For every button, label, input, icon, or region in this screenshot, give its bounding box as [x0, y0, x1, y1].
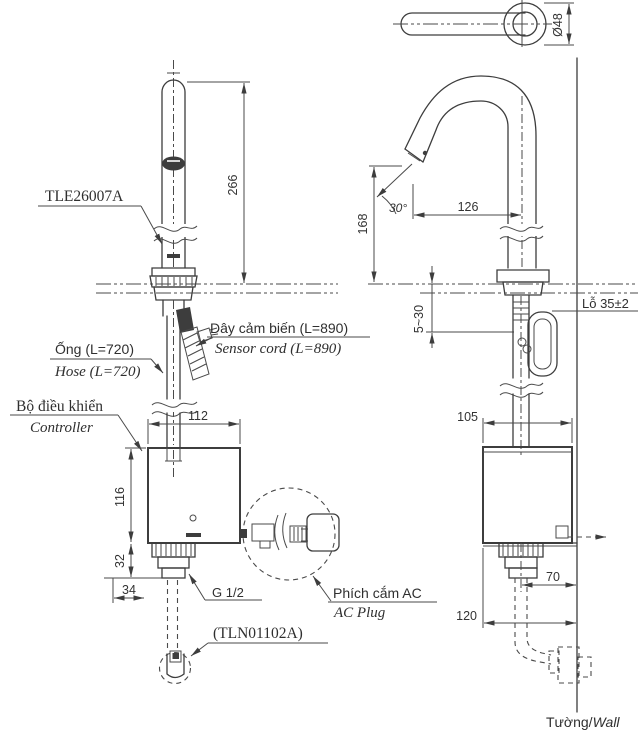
sensor-window	[162, 156, 185, 171]
spout-face	[404, 148, 424, 163]
dim-cord-wall-offset: 70	[546, 570, 560, 584]
dim-controller-height: 116	[113, 487, 127, 507]
wall-label-vi: Tường/	[546, 714, 593, 730]
controller-label-vi: Bộ điều khiển	[16, 398, 103, 415]
outlet-fitting	[151, 542, 196, 558]
dim-controller-width: 112	[188, 409, 208, 423]
controller-box-side	[482, 446, 573, 544]
dim-controller-wall-offset: 120	[456, 609, 477, 623]
base-collar	[149, 275, 198, 288]
dim-outlet-height: 168	[356, 214, 370, 235]
spout-sensor-dot	[422, 150, 428, 156]
hole-label: Lỗ 35±2	[582, 296, 629, 311]
dim-controller-depth: 105	[457, 410, 478, 424]
aerator-mark	[167, 254, 180, 258]
model-label: TLE26007A	[45, 188, 124, 205]
dim-spout-angle: 30°	[389, 201, 407, 215]
ac-plug-circle	[242, 487, 336, 581]
cord-outlet	[555, 525, 569, 539]
cord-connector	[176, 307, 194, 333]
ac-connector	[251, 523, 275, 542]
dim-top-diameter: Ø48	[551, 13, 565, 37]
mounting-nut	[153, 286, 194, 301]
ac-plug-body	[306, 513, 340, 552]
hose-label-en: Hose (L=720)	[54, 364, 141, 380]
supply-hose-dashed	[514, 578, 552, 665]
dim-spout-height: 266	[226, 175, 240, 196]
dim-fitting-height: 32	[113, 554, 127, 568]
sensor-cord-label-vi: Dây cảm biến (L=890)	[210, 320, 348, 336]
side-view: 168 30° 126 5~30 Lỗ	[356, 57, 638, 730]
top-view: Ø48	[393, 0, 574, 47]
controller-box-front	[147, 447, 241, 544]
mounting-bracket	[527, 311, 558, 377]
spout-outer	[404, 75, 537, 269]
sensor-cord-label-en: Sensor cord (L=890)	[215, 341, 341, 357]
wall-label: Tường/Wall	[546, 714, 620, 730]
dim-fitting-offset: 34	[122, 583, 136, 597]
controller-label-en: Controller	[30, 420, 93, 436]
ac-plug-label-vi: Phích cắm AC	[333, 585, 422, 601]
wall-label-en: Wall	[593, 714, 621, 730]
front-view: 266 TLE26007A Dây cảm biến (L=890) Senso…	[10, 60, 437, 685]
base-plate	[151, 267, 196, 277]
dim-spout-reach: 126	[458, 200, 479, 214]
stop-valve-circle	[158, 651, 192, 685]
thread-label: G 1/2	[212, 585, 244, 600]
hose-label-vi: Ống (L=720)	[55, 340, 134, 357]
led-indicator	[189, 514, 197, 522]
ac-plug-label-en: AC Plug	[333, 605, 386, 621]
faucet-body	[161, 79, 186, 269]
stop-valve-code: (TLN01102A)	[213, 625, 303, 642]
spout-inner	[422, 100, 509, 269]
controller-slot	[186, 533, 201, 537]
sensor-cord-bundle	[180, 326, 210, 381]
dim-deck-thickness: 5~30	[412, 305, 426, 333]
wall-stop-valve	[557, 646, 580, 684]
